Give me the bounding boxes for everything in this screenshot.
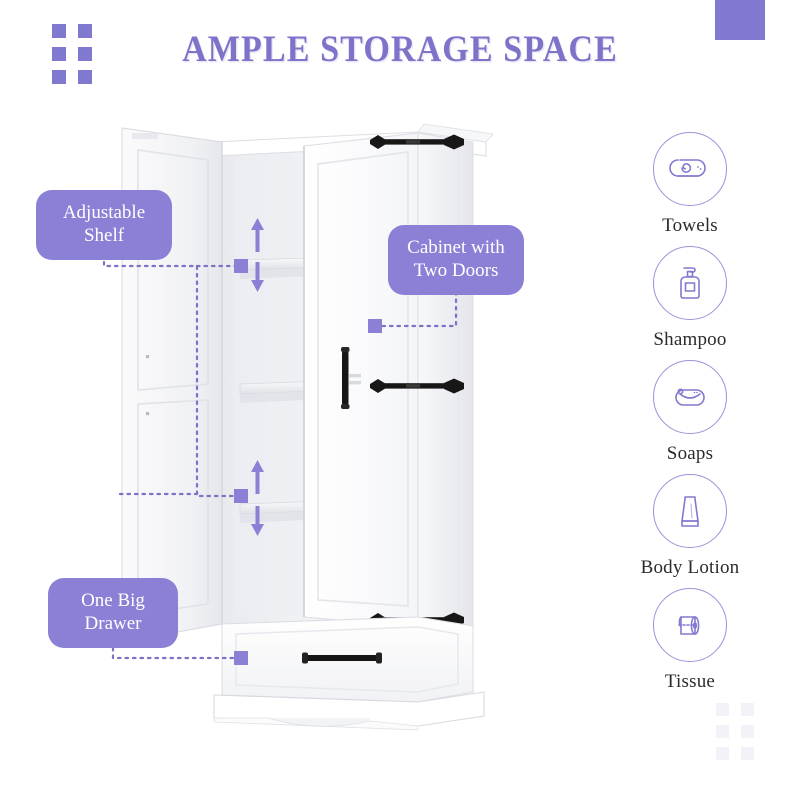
- feature-item-shampoo: Shampoo: [653, 246, 727, 351]
- callout-one-big-drawer[interactable]: One Big Drawer: [48, 578, 178, 649]
- dot-grid-cell: [52, 47, 66, 61]
- feature-item-body-lotion: Body Lotion: [641, 474, 740, 579]
- dot-grid-cell: [78, 47, 92, 61]
- feature-label: Towels: [662, 215, 718, 236]
- feature-label: Tissue: [664, 671, 716, 692]
- dot-grid-cell: [716, 747, 729, 760]
- page-title: AMPLE STORAGE SPACE: [182, 29, 618, 70]
- dot-grid-cell: [52, 70, 66, 84]
- corner-block: [715, 0, 765, 40]
- feature-item-towels: Towels: [653, 132, 727, 237]
- dot-grid-cell: [52, 24, 66, 38]
- towel-roll-icon: [653, 132, 727, 206]
- dot-grid-cell: [741, 725, 754, 738]
- product-image: [118, 112, 518, 737]
- soap-bar-icon: [653, 360, 727, 434]
- dot-grid-icon: [52, 24, 92, 84]
- feature-item-soaps: Soaps: [653, 360, 727, 465]
- callout-adjustable-shelf[interactable]: Adjustable Shelf: [36, 190, 172, 261]
- dot-grid-cell: [741, 747, 754, 760]
- feature-label: Body Lotion: [640, 557, 740, 578]
- feature-list: Towels Shampoo: [580, 132, 800, 702]
- dot-grid-cell: [741, 703, 754, 716]
- dot-grid-cell: [78, 70, 92, 84]
- dot-grid-icon: [716, 703, 754, 760]
- feature-label: Soaps: [666, 443, 714, 464]
- lotion-tube-icon: [652, 474, 727, 548]
- feature-item-tissue: Tissue: [653, 588, 727, 693]
- callout-cabinet-two-doors[interactable]: Cabinet with Two Doors: [388, 225, 524, 296]
- dot-grid-cell: [78, 24, 92, 38]
- tissue-roll-icon: [653, 588, 727, 662]
- shampoo-bottle-icon: [653, 246, 727, 320]
- dot-grid-cell: [716, 703, 729, 716]
- dot-grid-cell: [716, 725, 729, 738]
- feature-label: Shampoo: [653, 329, 727, 350]
